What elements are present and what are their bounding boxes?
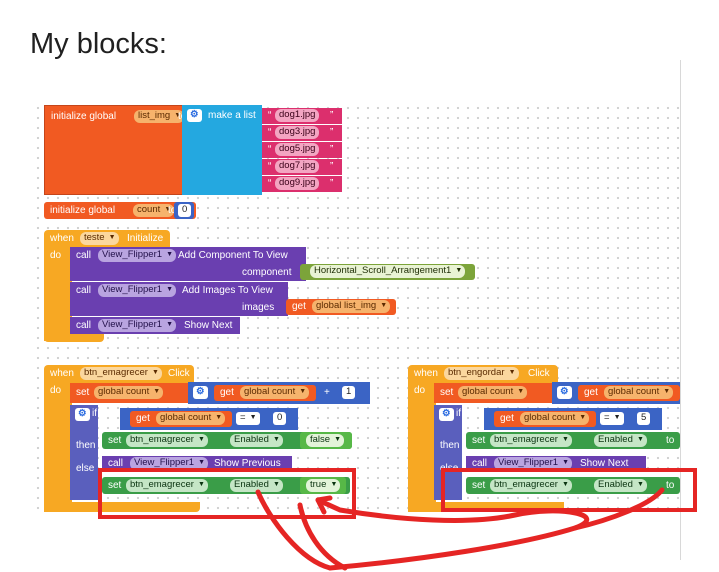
chevron-down-icon: ▼	[215, 414, 223, 421]
text-item-dog5[interactable]: “ dog5.jpg ”	[262, 142, 342, 158]
flipper-dropdown[interactable]: View_Flipper1▼	[98, 319, 177, 332]
set-enabled-false-block[interactable]: set btn_emagrecer▼ Enabled▼ to	[102, 432, 352, 449]
chevron-down-icon: ▼	[249, 414, 257, 421]
gear-icon[interactable]: ⚙	[439, 408, 454, 421]
chevron-down-icon: ▼	[164, 206, 172, 213]
chevron-down-icon: ▼	[108, 234, 116, 241]
chevron-down-icon: ▼	[299, 388, 307, 395]
to-label: to	[168, 205, 177, 216]
get-count-block[interactable]: get global count▼	[130, 411, 232, 427]
chevron-down-icon: ▼	[455, 267, 463, 274]
text-item-dog9[interactable]: “ dog9.jpg ”	[262, 176, 342, 192]
component-value-block[interactable]: Horizontal_Scroll_Arrangement1▼	[300, 264, 475, 280]
blocks-workspace: initialize global list_img▼ to ⚙ make a …	[30, 100, 680, 515]
init-global-label: initialize global	[50, 205, 116, 216]
chevron-down-icon: ▼	[663, 388, 671, 395]
chevron-down-icon: ▼	[166, 321, 174, 328]
event-teste-body-rail: do	[44, 247, 72, 341]
operator-dropdown[interactable]: =▼	[236, 412, 260, 425]
text-item-dog1[interactable]: “ dog1.jpg ”	[262, 108, 342, 124]
highlight-box-right	[441, 468, 697, 512]
chevron-down-icon: ▼	[197, 481, 205, 488]
get-count-block[interactable]: get global count▼	[214, 385, 316, 401]
chevron-down-icon: ▼	[197, 436, 205, 443]
chevron-down-icon: ▼	[334, 436, 342, 443]
if-block[interactable]: ⚙ if then else	[434, 405, 462, 500]
page-heading: My blocks:	[30, 28, 167, 60]
call-add-images-block[interactable]: call View_Flipper1▼ Add Images To View i…	[70, 282, 288, 316]
text-item-label[interactable]: dog5.jpg	[275, 143, 320, 156]
chevron-down-icon: ▼	[561, 481, 569, 488]
var-name-field[interactable]: count▼	[133, 204, 175, 217]
text-item-dog3[interactable]: “ dog3.jpg ”	[262, 125, 342, 141]
var-name-field[interactable]: list_img▼	[134, 110, 185, 123]
text-item-dog7[interactable]: “ dog7.jpg ”	[262, 159, 342, 175]
component-dropdown[interactable]: btn_emagrecer▼	[80, 367, 162, 380]
text-item-label[interactable]: dog3.jpg	[275, 126, 320, 139]
chevron-down-icon: ▼	[153, 388, 161, 395]
chevron-down-icon: ▼	[517, 388, 525, 395]
set-count-block[interactable]: set global count▼ to	[70, 383, 220, 403]
make-a-list-label: make a list	[208, 110, 256, 121]
chevron-down-icon: ▼	[562, 459, 570, 466]
gear-icon[interactable]: ⚙	[187, 109, 202, 122]
event-engordar-click[interactable]: when btn_engordar▼ Click	[408, 365, 558, 383]
gear-icon[interactable]: ⚙	[193, 386, 208, 399]
event-teste-initialize[interactable]: when teste▼ Initialize	[44, 230, 170, 248]
component-dropdown[interactable]: teste▼	[80, 232, 119, 245]
chevron-down-icon: ▼	[330, 481, 338, 488]
event-emagrecer-click[interactable]: when btn_emagrecer▼ Click	[44, 365, 194, 383]
set-enabled-block[interactable]: set btn_emagrecer▼ Enabled▼ to	[466, 432, 680, 449]
call-add-component-block[interactable]: call View_Flipper1▼ Add Component To Vie…	[70, 247, 306, 281]
text-item-label[interactable]: dog1.jpg	[275, 109, 320, 122]
chevron-down-icon: ▼	[613, 414, 621, 421]
logic-false-block[interactable]: false▼	[300, 432, 352, 449]
get-count-block[interactable]: get global count▼	[578, 385, 680, 401]
text-item-label[interactable]: dog9.jpg	[275, 177, 320, 190]
get-count-block[interactable]: get global count▼	[494, 411, 596, 427]
call-show-next-block[interactable]: call View_Flipper1▼ Show Next	[70, 317, 240, 334]
number-zero-block[interactable]: 0	[174, 202, 194, 219]
text-item-label[interactable]: dog7.jpg	[275, 160, 320, 173]
chevron-down-icon: ▼	[380, 302, 388, 309]
operator-dropdown[interactable]: =▼	[600, 412, 624, 425]
chevron-down-icon: ▼	[636, 436, 644, 443]
init-list-img-block[interactable]: initialize global list_img▼ to	[44, 105, 186, 195]
number-field[interactable]: 0	[178, 204, 192, 217]
flipper-dropdown[interactable]: View_Flipper1▼	[98, 249, 177, 262]
chevron-down-icon: ▼	[561, 436, 569, 443]
flipper-dropdown[interactable]: View_Flipper1▼	[98, 284, 177, 297]
logic-true-block[interactable]: true▼	[300, 477, 346, 494]
chevron-down-icon: ▼	[198, 459, 206, 466]
chevron-down-icon: ▼	[272, 481, 280, 488]
event-emagrecer-footer	[44, 502, 200, 512]
component-dropdown[interactable]: btn_engordar▼	[444, 367, 519, 380]
init-count-block[interactable]: initialize global count▼ to	[44, 202, 196, 219]
if-block[interactable]: ⚙ if then else	[70, 405, 98, 500]
chevron-down-icon: ▼	[636, 481, 644, 488]
highlight-box-left	[98, 468, 356, 519]
set-count-block[interactable]: set global count▼ to	[434, 383, 584, 403]
chevron-down-icon: ▼	[272, 436, 280, 443]
make-a-list-block[interactable]: ⚙ make a list	[182, 105, 262, 195]
init-global-label: initialize global	[51, 111, 117, 122]
chevron-down-icon: ▼	[579, 414, 587, 421]
chevron-down-icon: ▼	[174, 112, 182, 119]
chevron-down-icon: ▼	[166, 251, 174, 258]
page-edge-line	[680, 60, 681, 560]
gear-icon[interactable]: ⚙	[557, 386, 572, 399]
event-emagrecer-rail: do	[44, 382, 72, 512]
chevron-down-icon: ▼	[166, 286, 174, 293]
event-engordar-rail: do	[408, 382, 436, 512]
gear-icon[interactable]: ⚙	[75, 408, 90, 421]
chevron-down-icon: ▼	[508, 369, 516, 376]
get-list-img-block[interactable]: get global list_img▼	[286, 299, 396, 315]
chevron-down-icon: ▼	[151, 369, 159, 376]
